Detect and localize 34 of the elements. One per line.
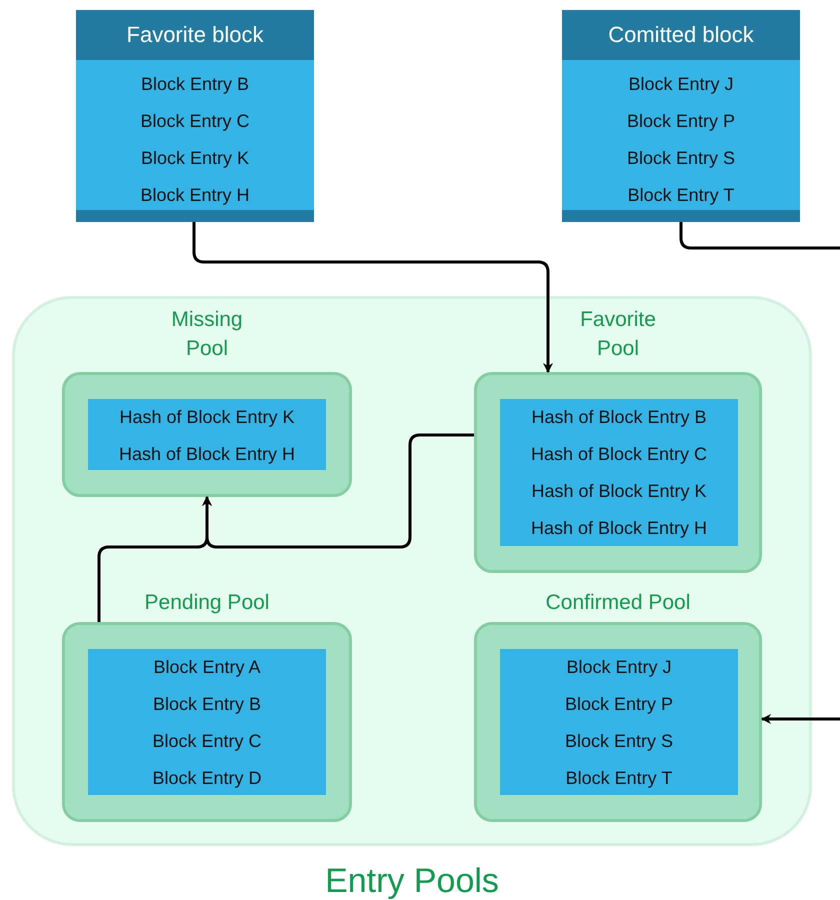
entry-text: Hash of Block Entry K [118, 406, 296, 429]
entry-text: Hash of Block Entry H [118, 443, 296, 466]
entry-text: Hash of Block Entry H [530, 517, 708, 540]
pool-heading: Favorite Pool [579, 307, 657, 362]
group-title: Entry Pools [324, 861, 500, 900]
entry-text: Hash of Block Entry K [530, 480, 708, 503]
pool-heading: Pending Pool [144, 590, 270, 616]
entry-text: Block Entry C [151, 730, 263, 753]
entry-text: Block Entry T [626, 184, 736, 207]
block-card [76, 10, 314, 222]
card-header: Comitted block [562, 10, 800, 60]
entry-text: Block Entry B [152, 693, 262, 716]
entry-text: Block Entry D [151, 767, 263, 790]
pool-heading: Confirmed Pool [544, 590, 692, 616]
entry-text: Block Entry S [626, 147, 736, 170]
entry-text: Hash of Block Entry B [530, 406, 708, 429]
entry-text: Block Entry J [627, 73, 735, 96]
pool-heading: Missing Pool [170, 307, 244, 362]
entry-text: Block Entry P [626, 110, 736, 133]
entry-text: Block Entry P [564, 693, 674, 716]
block-card [562, 10, 800, 222]
entry-text: Block Entry S [564, 730, 674, 753]
arrow [680, 222, 840, 724]
entry-text: Block Entry K [140, 147, 250, 170]
entry-text: Block Entry T [564, 767, 674, 790]
card-header: Favorite block [76, 10, 314, 60]
entry-text: Block Entry A [152, 656, 262, 679]
entry-text: Block Entry C [139, 110, 251, 133]
arrow [192, 222, 553, 373]
entry-text: Block Entry B [140, 73, 250, 96]
entry-text: Hash of Block Entry C [530, 443, 708, 466]
arrow [98, 496, 212, 622]
entry-text: Block Entry J [565, 656, 673, 679]
entry-text: Block Entry H [139, 184, 251, 207]
